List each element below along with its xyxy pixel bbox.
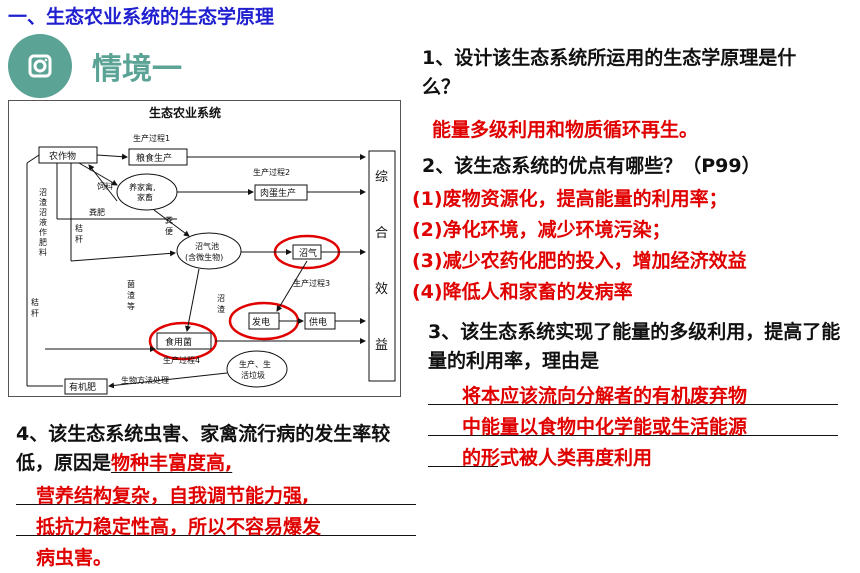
label-residue-7: 料 [39, 247, 47, 257]
node-meat: 肉蛋生产 [260, 187, 296, 199]
label-residue-1: 沼 [39, 188, 47, 197]
label-residue-6: 肥 [39, 238, 47, 247]
node-grain: 粮食生产 [136, 152, 172, 164]
label-process1: 生产过程1 [133, 133, 170, 143]
answer-4-line-2: 抵抗力稳定性高，所以不容易爆发 [36, 516, 322, 538]
answer-2-item-4: (4)降低人和家畜的发病率 [412, 281, 633, 303]
benefit-char-2: 合 [375, 226, 388, 241]
answer-2-item-3: (3)减少农药化肥的投入，增加经济效益 [412, 250, 747, 272]
question-3: 3、该生态系统实现了能量的多级利用，提高了能量的利用率，理由是 [428, 321, 841, 372]
label-straw-left-1: 秸 [31, 297, 39, 307]
label-dung-2: 便 [165, 226, 173, 236]
diagram-title: 生态农业系统 [149, 105, 221, 120]
camera-icon [8, 34, 72, 98]
answer-1: 能量多级利用和物质循环再生。 [432, 119, 699, 141]
label-biogas-residue-1: 沼 [217, 294, 225, 303]
benefit-char-3: 效 [375, 282, 388, 297]
answer-4-line-1: 营养结构复杂，自我调节能力强, [36, 485, 310, 507]
label-residue-5: 作 [39, 227, 47, 237]
node-livestock-2: 家畜 [137, 192, 153, 202]
answer-3-line-3: 的形式被人类再度利用 [462, 447, 653, 469]
label-straw-2: 秆 [75, 235, 83, 244]
label-process4: 生产过程4 [163, 355, 200, 365]
node-crops: 农作物 [49, 150, 76, 162]
question-1: 1、设计该生态系统所运用的生态学原理是什么？ [422, 47, 797, 98]
section-heading: 一、生态农业系统的生态学原理 [8, 6, 275, 28]
node-supply: 供电 [309, 316, 327, 328]
question-4: 4、该生态系统虫害、家禽流行病的发生率较低，原因是物种丰富度高, [16, 420, 416, 478]
node-biogas: 沼气 [299, 247, 317, 259]
node-life-1: 生产、生 [239, 359, 271, 369]
node-biogas-pool-2: (含微生物) [185, 252, 223, 262]
answer-2-item-1: (1)废物资源化，提高能量的利用率； [412, 188, 728, 210]
label-bio-process: 生物方法处理 [121, 375, 169, 385]
label-residue-2: 渣 [39, 197, 47, 207]
label-manure: 粪肥 [89, 207, 105, 217]
label-residue-4: 液 [39, 217, 47, 227]
label-process2: 生产过程2 [253, 167, 290, 177]
answer-3-line-2: 中能量以食物中化学能或生活能源 [462, 416, 748, 438]
label-feed: 饲料 [97, 181, 113, 191]
node-livestock-1: 养家禽, [129, 182, 156, 192]
eco-agriculture-diagram: 生态农业系统 农作物 粮食生产 生产过程1 养家禽, 家畜 肉蛋生产 生产过程2… [8, 100, 401, 397]
node-biogas-pool-1: 沼气池 [195, 241, 219, 251]
label-fungus-residue-1: 菌 [127, 279, 135, 289]
answer-2-item-2: (2)净化环境，减少环境污染； [412, 219, 671, 241]
label-residue-3: 沼 [39, 208, 47, 217]
label-dung-1: 粪 [165, 215, 173, 225]
answer-4-first: 物种丰富度高, [111, 452, 233, 474]
label-process3: 生产过程3 [293, 278, 330, 288]
answer-3-line-1: 将本应该流向分解者的有机废弃物 [462, 385, 748, 407]
answer-4-line-3: 病虫害。 [36, 547, 113, 569]
question-2: 2、该生态系统的优点有哪些？（P99） [422, 155, 761, 177]
context-label: 情境一 [92, 52, 182, 87]
node-fertilizer: 有机肥 [69, 381, 96, 393]
node-power: 发电 [252, 316, 270, 328]
benefit-char-4: 益 [375, 338, 388, 353]
label-fungus-residue-2: 渣 [127, 290, 135, 300]
label-straw-left-2: 秆 [31, 309, 39, 318]
label-straw-1: 秸 [75, 223, 83, 233]
node-fungi: 食用菌 [165, 336, 192, 348]
question-4-text: 4、该生态系统虫害、家禽流行病的发生率较低，原因是 [16, 423, 391, 474]
node-life-2: 活垃圾 [241, 370, 265, 380]
label-fungus-residue-3: 等 [127, 301, 135, 311]
label-biogas-residue-2: 渣 [217, 304, 225, 314]
benefit-char-1: 综 [375, 170, 388, 185]
